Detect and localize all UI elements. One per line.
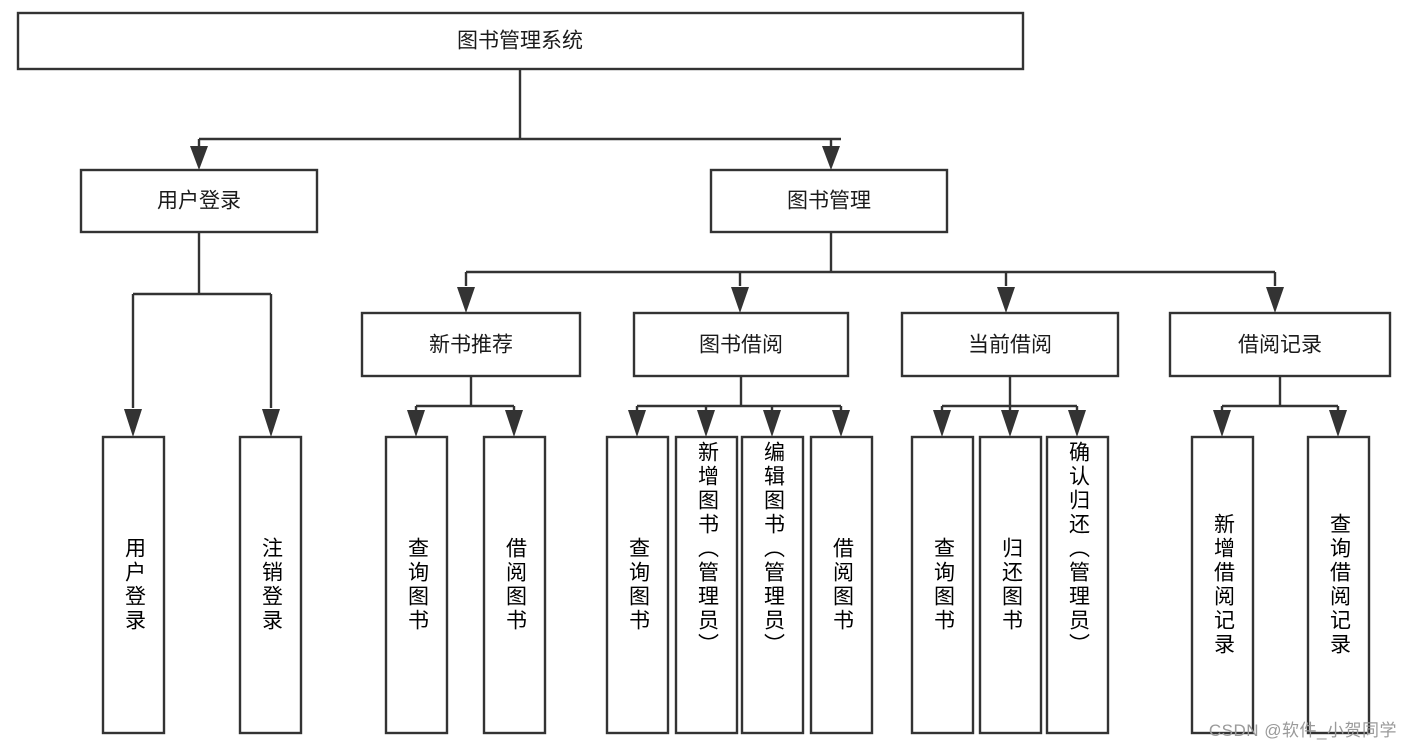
node-leaf-query-book-2[interactable]: 查询图书: [605, 435, 670, 735]
node-leaf-add-book[interactable]: 新增图书（管理员）: [674, 435, 739, 735]
node-book-management-box[interactable]: [709, 168, 949, 234]
node-current-borrow[interactable]: 当前借阅: [900, 311, 1120, 378]
node-book-borrow[interactable]: 图书借阅: [632, 311, 850, 378]
arrow-borrow-record: [1266, 287, 1284, 313]
node-leaf-return-book[interactable]: 归还图书: [978, 435, 1043, 735]
arrow-leaf-query-record: [1329, 410, 1347, 437]
node-leaf-add-book-box[interactable]: [674, 435, 739, 735]
node-new-book-recommend-label: 新书推荐: [429, 334, 513, 357]
arrow-leaf-add-record: [1213, 410, 1231, 437]
node-leaf-query-book-3[interactable]: 查询图书: [910, 435, 975, 735]
node-book-management[interactable]: 图书管理: [709, 168, 949, 234]
node-leaf-query-book-1-box[interactable]: [384, 435, 449, 735]
node-leaf-add-record[interactable]: 新增借阅记录: [1190, 435, 1255, 735]
node-book-borrow-label: 图书借阅: [699, 334, 783, 357]
edge-layer: [124, 69, 1347, 437]
arrow-leaf-user-login: [124, 409, 142, 437]
node-leaf-query-book-1-label: 查询图书: [405, 537, 429, 633]
node-leaf-user-login-box[interactable]: [101, 435, 166, 735]
node-leaf-logout-label: 注销登录: [259, 537, 283, 633]
node-user-login[interactable]: 用户登录: [79, 168, 319, 234]
node-leaf-query-book-2-label: 查询图书: [626, 537, 650, 633]
arrow-leaf-query-book-2: [628, 410, 646, 437]
node-leaf-query-record-box[interactable]: [1306, 435, 1371, 735]
node-book-borrow-box[interactable]: [632, 311, 850, 378]
node-leaf-query-book-2-box[interactable]: [605, 435, 670, 735]
node-leaf-edit-book-box[interactable]: [740, 435, 805, 735]
node-leaf-borrow-book-2-box[interactable]: [809, 435, 874, 735]
node-root-box[interactable]: [16, 11, 1025, 71]
node-leaf-confirm-return[interactable]: 确认归还（管理员）: [1045, 435, 1110, 735]
node-leaf-add-record-label: 新增借阅记录: [1211, 513, 1235, 657]
arrow-current-borrow: [997, 287, 1015, 313]
node-leaf-user-login[interactable]: 用户登录: [101, 435, 166, 735]
node-leaf-return-book-label: 归还图书: [999, 537, 1023, 633]
arrow-leaf-edit-book: [763, 410, 781, 437]
arrow-leaf-borrow-book-1: [505, 410, 523, 437]
node-leaf-query-record-label: 查询借阅记录: [1327, 513, 1351, 657]
node-leaf-edit-book-label: 编辑图书（管理员）: [761, 441, 785, 657]
arrow-leaf-return-book: [1001, 410, 1019, 437]
node-leaf-query-book-3-label: 查询图书: [931, 537, 955, 633]
arrow-leaf-borrow-book-2: [832, 410, 850, 437]
arrow-book-management: [822, 146, 840, 170]
node-leaf-confirm-return-label: 确认归还（管理员）: [1066, 441, 1090, 657]
node-borrow-record-box[interactable]: [1168, 311, 1392, 378]
arrow-leaf-query-book-1: [407, 410, 425, 437]
node-leaf-borrow-book-2[interactable]: 借阅图书: [809, 435, 874, 735]
node-borrow-record-label: 借阅记录: [1238, 334, 1322, 357]
arrow-user-login: [190, 146, 208, 170]
arrow-new-book-recommend: [457, 287, 475, 313]
arrow-leaf-query-book-3: [933, 410, 951, 437]
node-user-login-box[interactable]: [79, 168, 319, 234]
node-leaf-user-login-label: 用户登录: [122, 537, 146, 633]
node-leaf-query-book-1[interactable]: 查询图书: [384, 435, 449, 735]
node-current-borrow-box[interactable]: [900, 311, 1120, 378]
node-borrow-record[interactable]: 借阅记录: [1168, 311, 1392, 378]
node-current-borrow-label: 当前借阅: [968, 334, 1052, 357]
node-leaf-logout-box[interactable]: [238, 435, 303, 735]
node-leaf-borrow-book-1-label: 借阅图书: [503, 537, 527, 633]
node-new-book-recommend-box[interactable]: [360, 311, 582, 378]
node-leaf-confirm-return-box[interactable]: [1045, 435, 1110, 735]
node-new-book-recommend[interactable]: 新书推荐: [360, 311, 582, 378]
watermark-text: CSDN @软件_小贺同学: [1208, 721, 1397, 740]
node-leaf-borrow-book-2-label: 借阅图书: [830, 537, 854, 633]
node-leaf-borrow-book-1-box[interactable]: [482, 435, 547, 735]
node-leaf-borrow-book-1[interactable]: 借阅图书: [482, 435, 547, 735]
arrow-leaf-confirm-return: [1068, 410, 1086, 437]
node-root[interactable]: 图书管理系统: [16, 11, 1025, 71]
node-root-label: 图书管理系统: [457, 30, 583, 53]
node-book-management-label: 图书管理: [787, 190, 871, 213]
node-leaf-add-book-label: 新增图书（管理员）: [695, 441, 719, 657]
arrow-book-borrow: [731, 287, 749, 313]
node-leaf-return-book-box[interactable]: [978, 435, 1043, 735]
node-leaf-logout[interactable]: 注销登录: [238, 435, 303, 735]
arrow-leaf-logout: [262, 409, 280, 437]
node-leaf-query-book-3-box[interactable]: [910, 435, 975, 735]
node-leaf-edit-book[interactable]: 编辑图书（管理员）: [740, 435, 805, 735]
node-user-login-label: 用户登录: [157, 190, 241, 213]
node-leaf-add-record-box[interactable]: [1190, 435, 1255, 735]
arrow-leaf-add-book: [697, 410, 715, 437]
node-leaf-query-record[interactable]: 查询借阅记录: [1306, 435, 1371, 735]
